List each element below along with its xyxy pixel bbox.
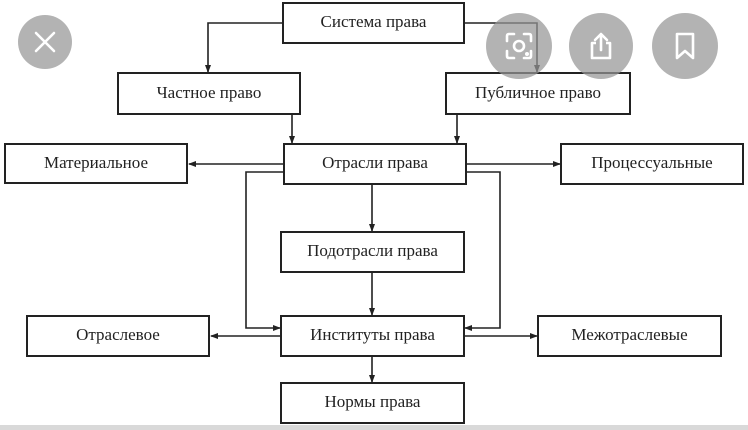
visual-search-button[interactable] [486, 13, 552, 79]
node-label: Подотрасли права [307, 241, 438, 260]
bottom-bar [0, 425, 748, 430]
node-label: Отрасли права [322, 153, 428, 172]
node-institutes: Институты права [280, 315, 465, 357]
node-label: Нормы права [325, 392, 421, 411]
connector-branches-institutes-left [245, 171, 284, 331]
node-label: Частное право [157, 83, 262, 102]
node-label: Процессуальные [591, 153, 712, 172]
close-icon [34, 31, 56, 53]
node-subbranches: Подотрасли права [280, 231, 465, 273]
node-label: Материальное [44, 153, 148, 172]
connector-branches-institutes-right [464, 171, 501, 331]
bookmark-icon [675, 32, 695, 60]
share-icon [590, 32, 612, 60]
node-label: Отраслевое [76, 325, 160, 344]
node-norms: Нормы права [280, 382, 465, 424]
node-label: Межотраслевые [571, 325, 687, 344]
bookmark-button[interactable] [652, 13, 718, 79]
node-intersectoral: Межотраслевые [537, 315, 722, 357]
node-private: Частное право [117, 72, 301, 115]
node-system: Система права [282, 2, 465, 44]
node-branches: Отрасли права [283, 143, 467, 185]
node-sectoral: Отраслевое [26, 315, 210, 357]
node-procedural: Процессуальные [560, 143, 744, 185]
node-label: Публичное право [475, 83, 601, 102]
connector-system-private [205, 22, 283, 73]
node-label: Институты права [310, 325, 435, 344]
node-public: Публичное право [445, 72, 631, 115]
close-button[interactable] [18, 15, 72, 69]
node-material: Материальное [4, 143, 188, 184]
visual-search-icon [505, 32, 533, 60]
share-button[interactable] [569, 13, 633, 79]
node-label: Система права [321, 12, 427, 31]
